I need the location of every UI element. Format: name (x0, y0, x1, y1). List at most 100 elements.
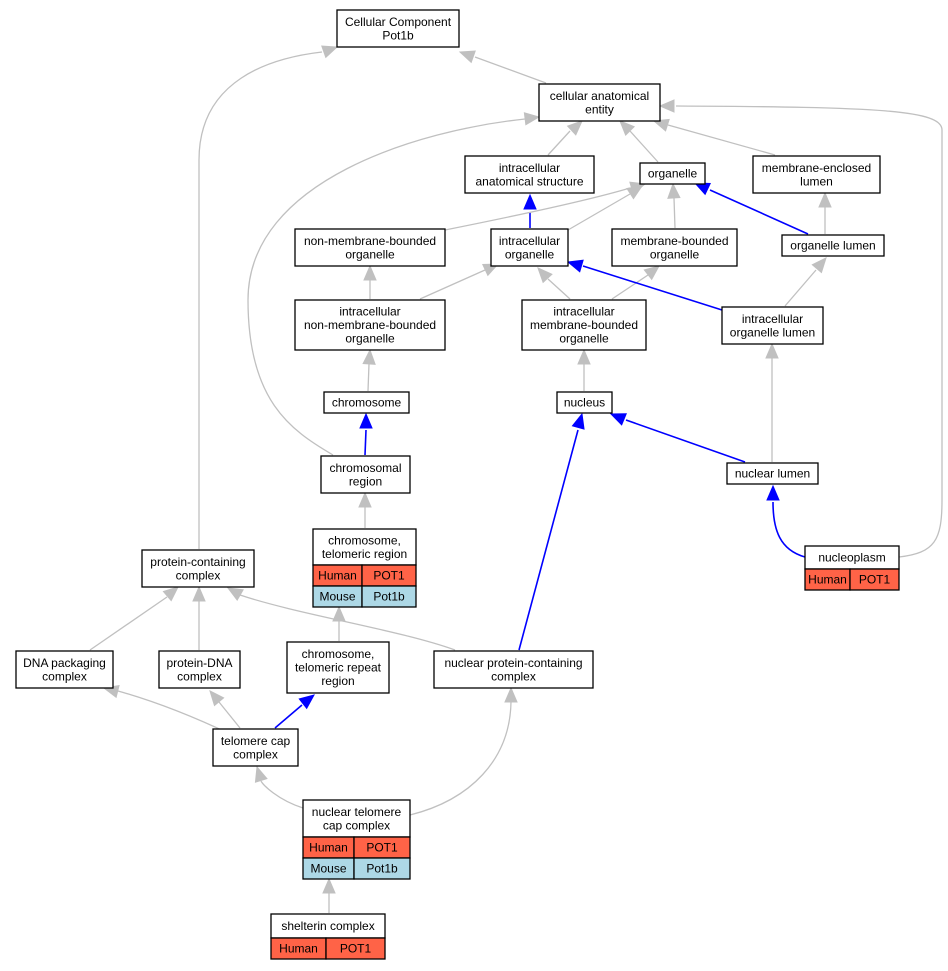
node-label-line: telomeric repeat (295, 661, 382, 675)
arrowhead (619, 120, 636, 137)
edge-line (673, 197, 676, 229)
node-label-line: nuclear protein-containing (444, 656, 582, 670)
edge-mbo-to-organelle (667, 182, 681, 229)
node-box (726, 462, 819, 485)
node-label-line: chromosome, (302, 647, 375, 661)
node-inmbo[interactable]: intracellularnon-membrane-boundedorganel… (294, 299, 446, 351)
edge-inmbo-to-nmbo (363, 264, 377, 299)
edge-line (247, 118, 526, 456)
gene-label: Pot1b (366, 862, 398, 876)
node-label-line: intracellular (742, 312, 803, 326)
gene-label: Pot1b (373, 590, 405, 604)
node-ol[interactable]: organelle lumen (781, 234, 885, 257)
arrowhead (643, 265, 660, 281)
edge-npcc-to-nucleus (518, 412, 585, 651)
node-label-line: organelle lumen (730, 325, 815, 339)
node-label-line: intracellular (553, 305, 614, 319)
edge-ias-to-cae (547, 120, 583, 156)
node-label-line: organelle (648, 167, 698, 181)
edge-line (518, 429, 579, 651)
arrowhead (523, 112, 541, 126)
node-nucleus[interactable]: nucleus (556, 391, 613, 414)
node-box (158, 650, 241, 689)
node-label-line: intracellular (499, 161, 560, 175)
arrowhead (226, 587, 244, 602)
node-box (302, 799, 411, 838)
node-box (294, 228, 446, 267)
node-label-line: organelle (650, 247, 700, 261)
node-box (490, 228, 569, 267)
arrowhead (609, 413, 627, 426)
node-label-line: organelle lumen (790, 239, 875, 253)
node-label-line: membrane-enclosed (762, 161, 871, 175)
edge-ol-to-mel (818, 191, 832, 234)
arrowhead (322, 877, 336, 894)
node-label-line: telomeric region (322, 547, 407, 561)
edge-telomeric-to-chromregion (358, 491, 372, 528)
arrowhead (363, 264, 377, 281)
gene-label: POT1 (366, 841, 398, 855)
node-label-line: membrane-bounded (530, 318, 638, 332)
node-box (781, 234, 885, 257)
node-label-line: intracellular (339, 305, 400, 319)
arrowhead (658, 99, 675, 113)
arrowhead (254, 765, 268, 783)
edge-line (784, 269, 817, 307)
edge-imbo-to-io (537, 267, 571, 300)
arrowhead (811, 257, 827, 274)
species-label: Human (309, 841, 348, 855)
species-label: Mouse (310, 862, 346, 876)
edge-inmbo-to-io (419, 263, 500, 300)
edge-npcc-to-pcc (226, 587, 456, 651)
node-label-line: anatomical structure (475, 174, 583, 188)
arrowhead (818, 191, 832, 208)
edge-line (611, 274, 649, 300)
edge-line (629, 130, 659, 163)
edge-line (675, 105, 943, 558)
species-label: Mouse (319, 590, 355, 604)
node-box (556, 391, 613, 414)
node-organelle[interactable]: organelle (639, 162, 706, 185)
edge-ntcc-to-npcc (409, 686, 518, 816)
node-box (15, 650, 114, 689)
node-box (336, 9, 460, 48)
edge-line (218, 701, 241, 729)
edge-protdna-to-pcc (192, 585, 206, 650)
node-label-line: nuclear lumen (735, 467, 810, 481)
human-gene-cell (325, 937, 386, 960)
node-box (323, 391, 410, 414)
node-nuclear-lumen[interactable]: nuclear lumen (726, 462, 819, 485)
node-box (752, 155, 881, 194)
edge-line (198, 51, 323, 549)
node-label-line: complex (491, 669, 536, 683)
edge-line (567, 193, 631, 231)
edge-line (709, 189, 809, 235)
edge-cae-to-root (458, 50, 547, 84)
node-chromosome[interactable]: chromosome (323, 391, 410, 414)
edge-nuclearlumen-to-iol (765, 342, 779, 462)
edge-line (547, 278, 571, 300)
node-label-line: region (349, 474, 382, 488)
edge-nucleus-to-imbo (577, 348, 591, 391)
